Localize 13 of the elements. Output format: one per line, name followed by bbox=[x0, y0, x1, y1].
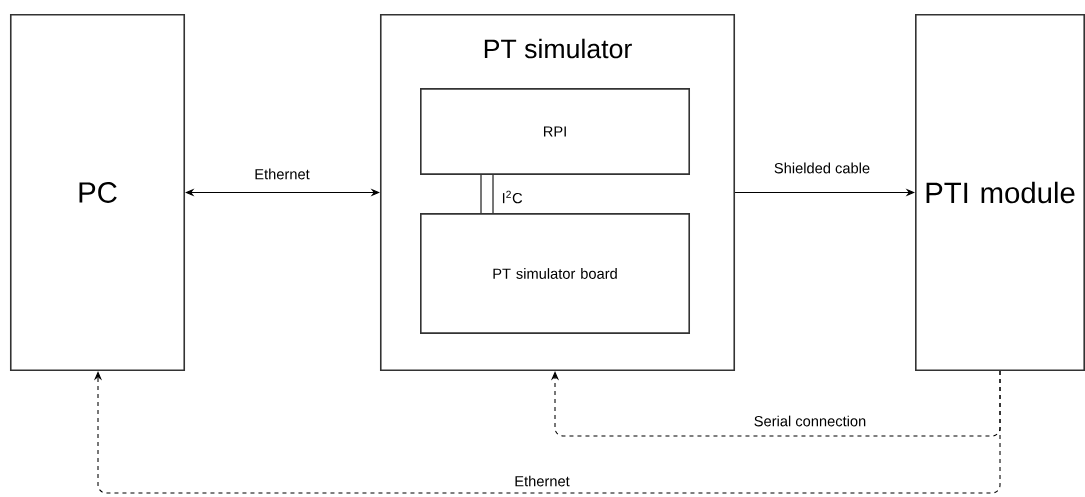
edge-label: I$^{2}$C bbox=[500, 189, 524, 205]
connector bbox=[480, 174, 494, 214]
board-box: RPI bbox=[420, 88, 690, 175]
edge-label: Ethernet bbox=[512, 474, 572, 488]
board-box: PT simulator board bbox=[420, 213, 690, 334]
edge-label: Shielded cable bbox=[772, 161, 872, 175]
module-box: PTI module bbox=[915, 13, 1085, 372]
arrow bbox=[93, 370, 1001, 494]
edge-label: Serial connection bbox=[752, 414, 868, 428]
arrow bbox=[185, 188, 380, 197]
pc-box: PC bbox=[9, 13, 186, 372]
edge-label: Ethernet bbox=[252, 167, 312, 181]
arrow bbox=[550, 370, 1001, 437]
